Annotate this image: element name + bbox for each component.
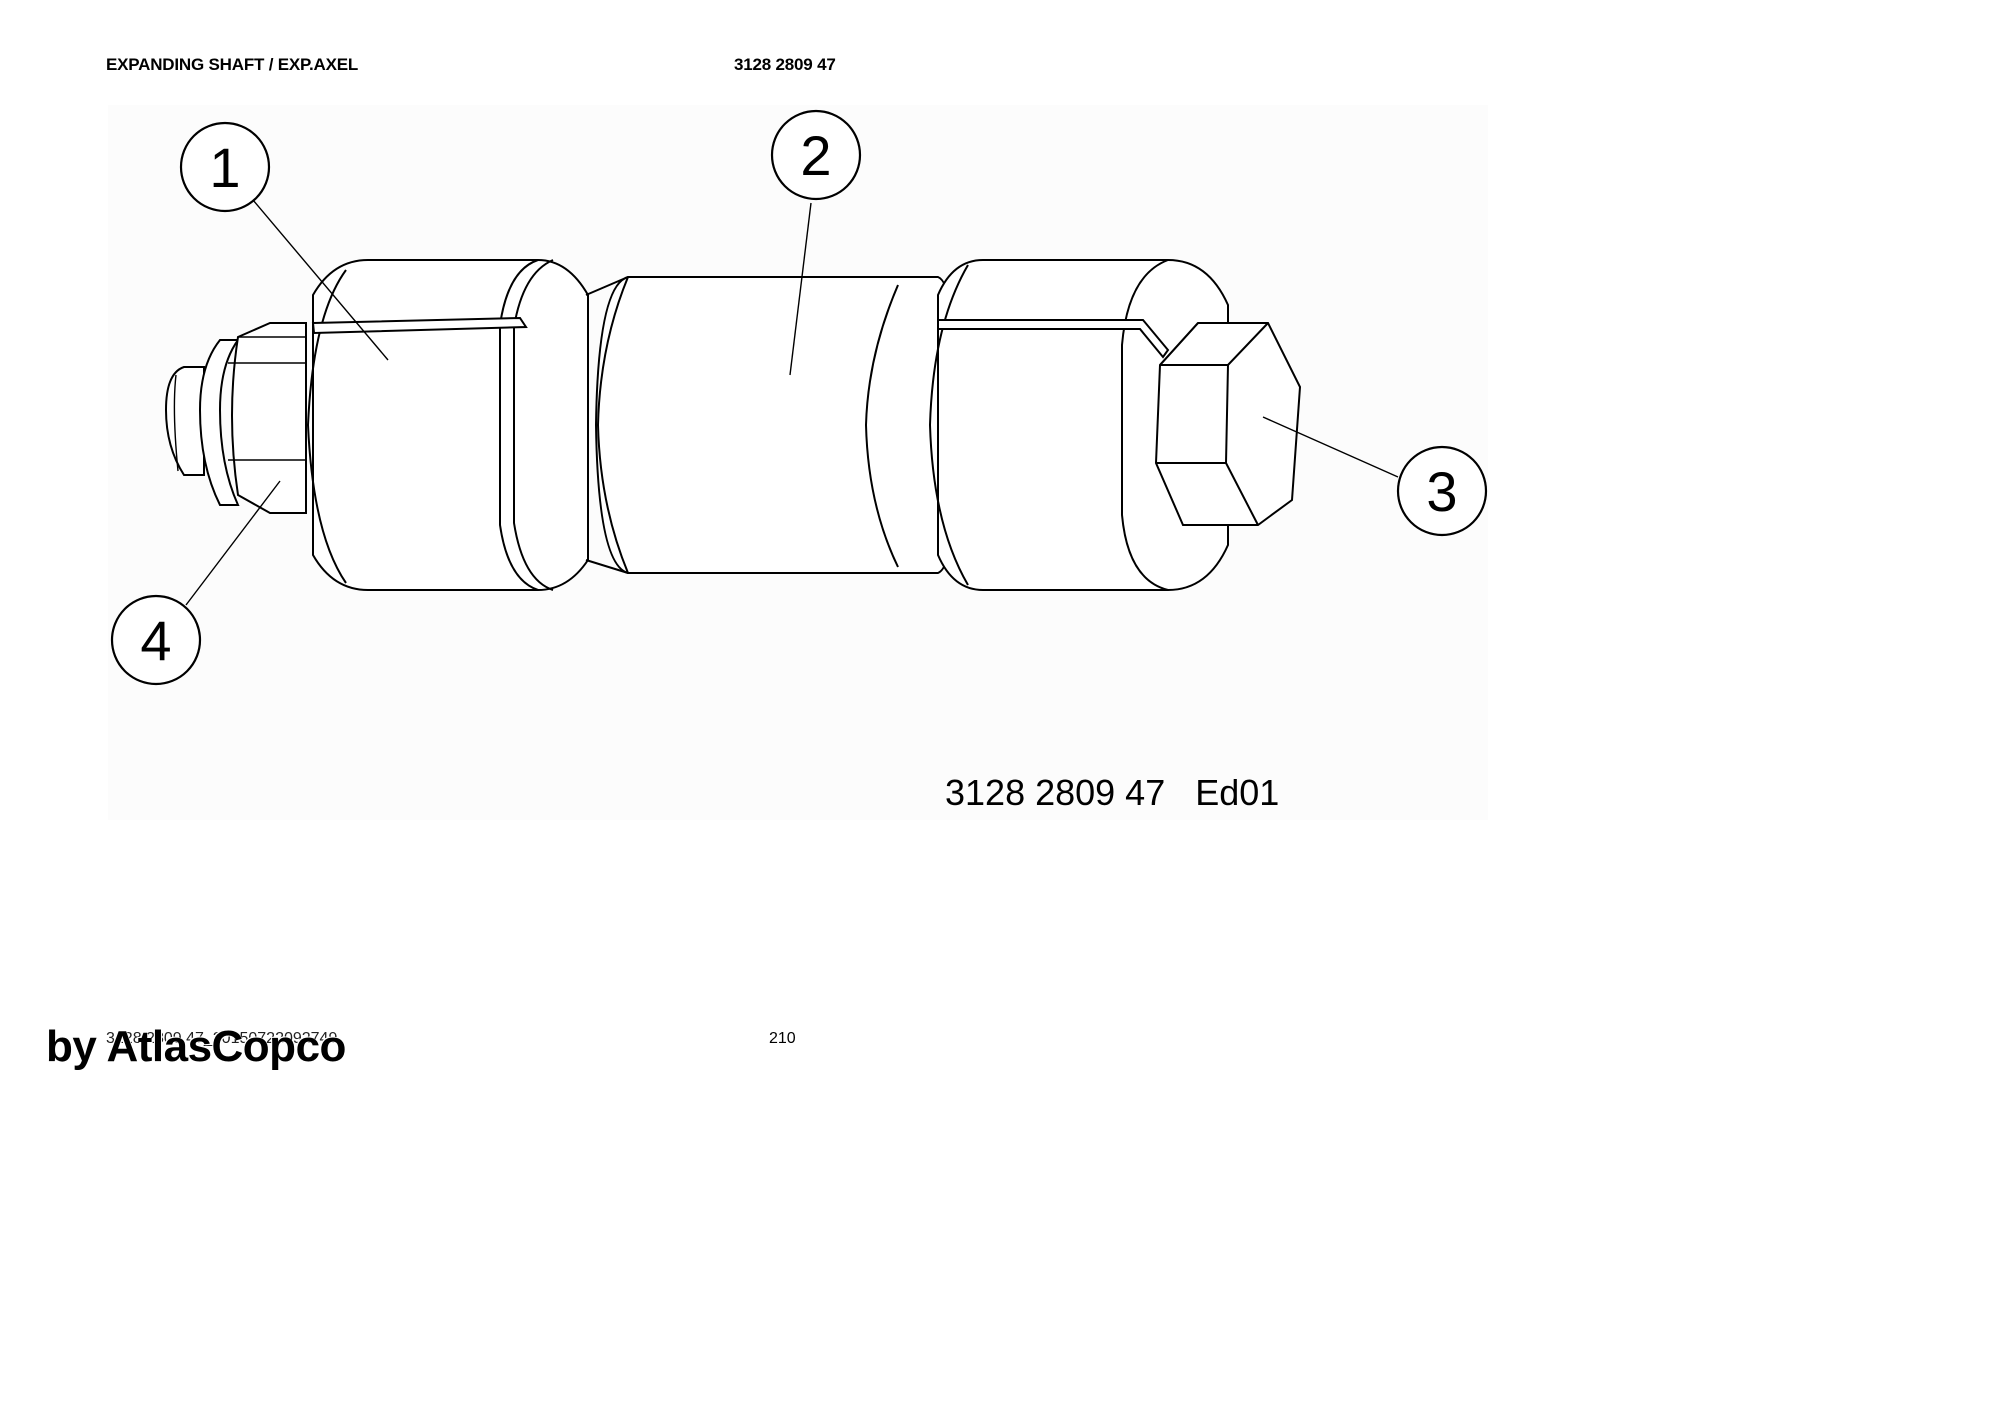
callout-3: 3 (1396, 445, 1488, 537)
document-id: 3128 2809 47_20150722092749 (106, 1030, 338, 1047)
callout-4: 4 (110, 594, 202, 686)
shaft-pin-end (164, 366, 205, 476)
page-title: EXPANDING SHAFT / EXP.AXEL (106, 55, 359, 74)
shaft-body-part-2 (585, 276, 979, 574)
leader-lines (185, 199, 1399, 606)
svg-text:1: 1 (209, 136, 240, 199)
svg-text:2: 2 (800, 124, 831, 187)
exploded-drawing: 1 2 3 4 3128 2809 47 Ed01 (108, 105, 1488, 820)
part-number: 3128 2809 47 (734, 55, 836, 74)
callout-1: 1 (179, 121, 271, 213)
callout-2: 2 (770, 109, 862, 201)
hex-bolt-part-3 (1154, 322, 1302, 526)
roller-right (928, 259, 1229, 591)
nut-part-4 (228, 322, 307, 514)
svg-text:3: 3 (1426, 460, 1457, 523)
watermark: by AtlasCopco (46, 1022, 346, 1071)
svg-text:4: 4 (140, 609, 171, 672)
washer (198, 339, 240, 506)
drawing-reference: 3128 2809 47 Ed01 (945, 772, 1279, 813)
page-number: 210 (769, 1030, 796, 1047)
roller-part-1 (306, 259, 589, 591)
